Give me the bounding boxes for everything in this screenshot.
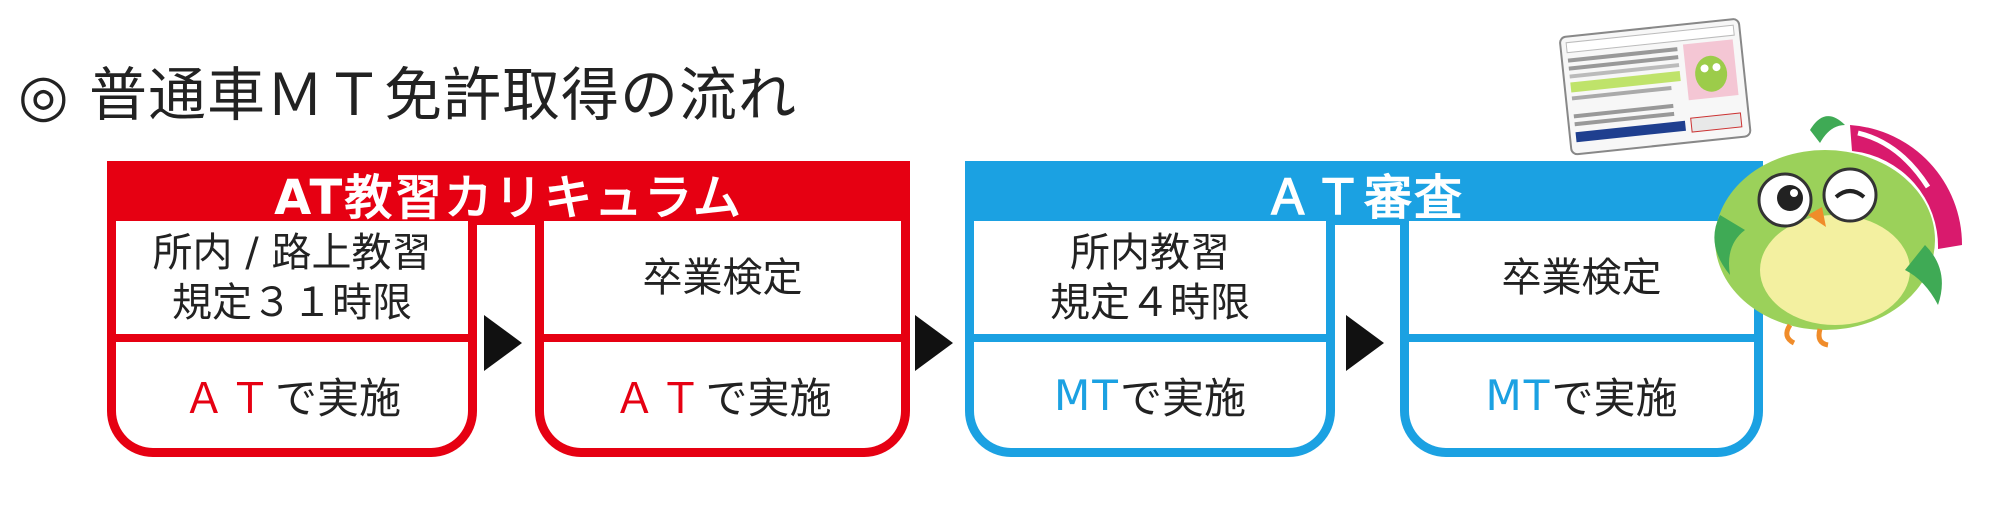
flow-arrow-2 (915, 315, 953, 371)
step-3-description: 所内教習 規定４時限 (974, 221, 1326, 334)
section-header-at-review: ＡＴ審査 (965, 161, 1763, 226)
step-4-divider (1409, 334, 1754, 342)
step-2-divider (544, 334, 901, 342)
step-2-line1: 卒業検定 (642, 254, 803, 301)
step-3-line1: 所内教習 (1070, 229, 1230, 276)
step-1-description: 所内 / 路上教習 規定３１時限 (116, 221, 468, 334)
step-4-mode-suffix: で実施 (1551, 373, 1678, 423)
step-3-divider (974, 334, 1326, 342)
step-3-mode-suffix: で実施 (1119, 373, 1246, 423)
page-title: ◎ 普通車ＭＴ免許取得の流れ (18, 61, 798, 129)
section-header-at-curriculum: AT教習カリキュラム (107, 161, 910, 226)
step-4-mode-label: MT (1485, 370, 1552, 420)
step-1-line2: 規定３１時限 (172, 279, 412, 326)
step-2-mode-label: ＡＴ (613, 373, 706, 423)
flow-arrow-1 (484, 315, 522, 371)
step-1-divider (116, 334, 468, 342)
step-2-description: 卒業検定 (544, 221, 901, 334)
step-2-mode-suffix: で実施 (705, 373, 832, 423)
step-3-mode-label: MT (1054, 370, 1120, 420)
step-4-description: 卒業検定 (1409, 221, 1754, 334)
step-4-line1: 卒業検定 (1501, 254, 1662, 301)
mascot-illustration (1714, 116, 1963, 348)
step-1-mode-suffix: で実施 (275, 373, 402, 423)
license-card-illustration (1559, 18, 1752, 156)
step-3-line2: 規定４時限 (1050, 279, 1250, 326)
flow-arrow-3 (1346, 315, 1384, 371)
step-1-line1: 所内 / 路上教習 (152, 229, 432, 276)
step-1-mode-label: ＡＴ (182, 373, 275, 423)
